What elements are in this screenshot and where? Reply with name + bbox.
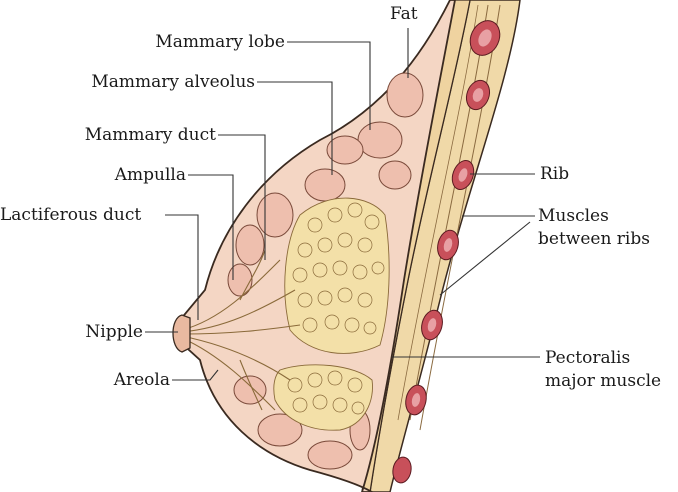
label-lactiferous-duct: Lactiferous duct — [0, 205, 142, 225]
leader-lines — [145, 28, 540, 381]
label-areola: Areola — [113, 370, 170, 390]
label-mammary-duct: Mammary duct — [84, 125, 216, 145]
mammary-gland-tissue — [273, 197, 390, 431]
label-mammary-lobe: Mammary lobe — [155, 32, 285, 52]
fat-lobules — [227, 72, 424, 470]
label-nipple: Nipple — [85, 322, 143, 342]
label-ampulla: Ampulla — [114, 165, 186, 185]
label-rib: Rib — [540, 164, 570, 184]
nipple-shape — [172, 314, 191, 353]
label-muscles-between-ribs-line2: between ribs — [538, 229, 650, 249]
ribs — [392, 20, 501, 484]
label-muscles-between-ribs-line1: Muscles — [538, 206, 609, 226]
label-pectoralis-line2: major muscle — [545, 371, 662, 391]
lactiferous-ducts — [181, 249, 301, 411]
label-pectoralis-line1: Pectoralis — [545, 348, 631, 368]
label-mammary-alveolus: Mammary alveolus — [91, 72, 255, 92]
label-fat: Fat — [390, 4, 418, 24]
